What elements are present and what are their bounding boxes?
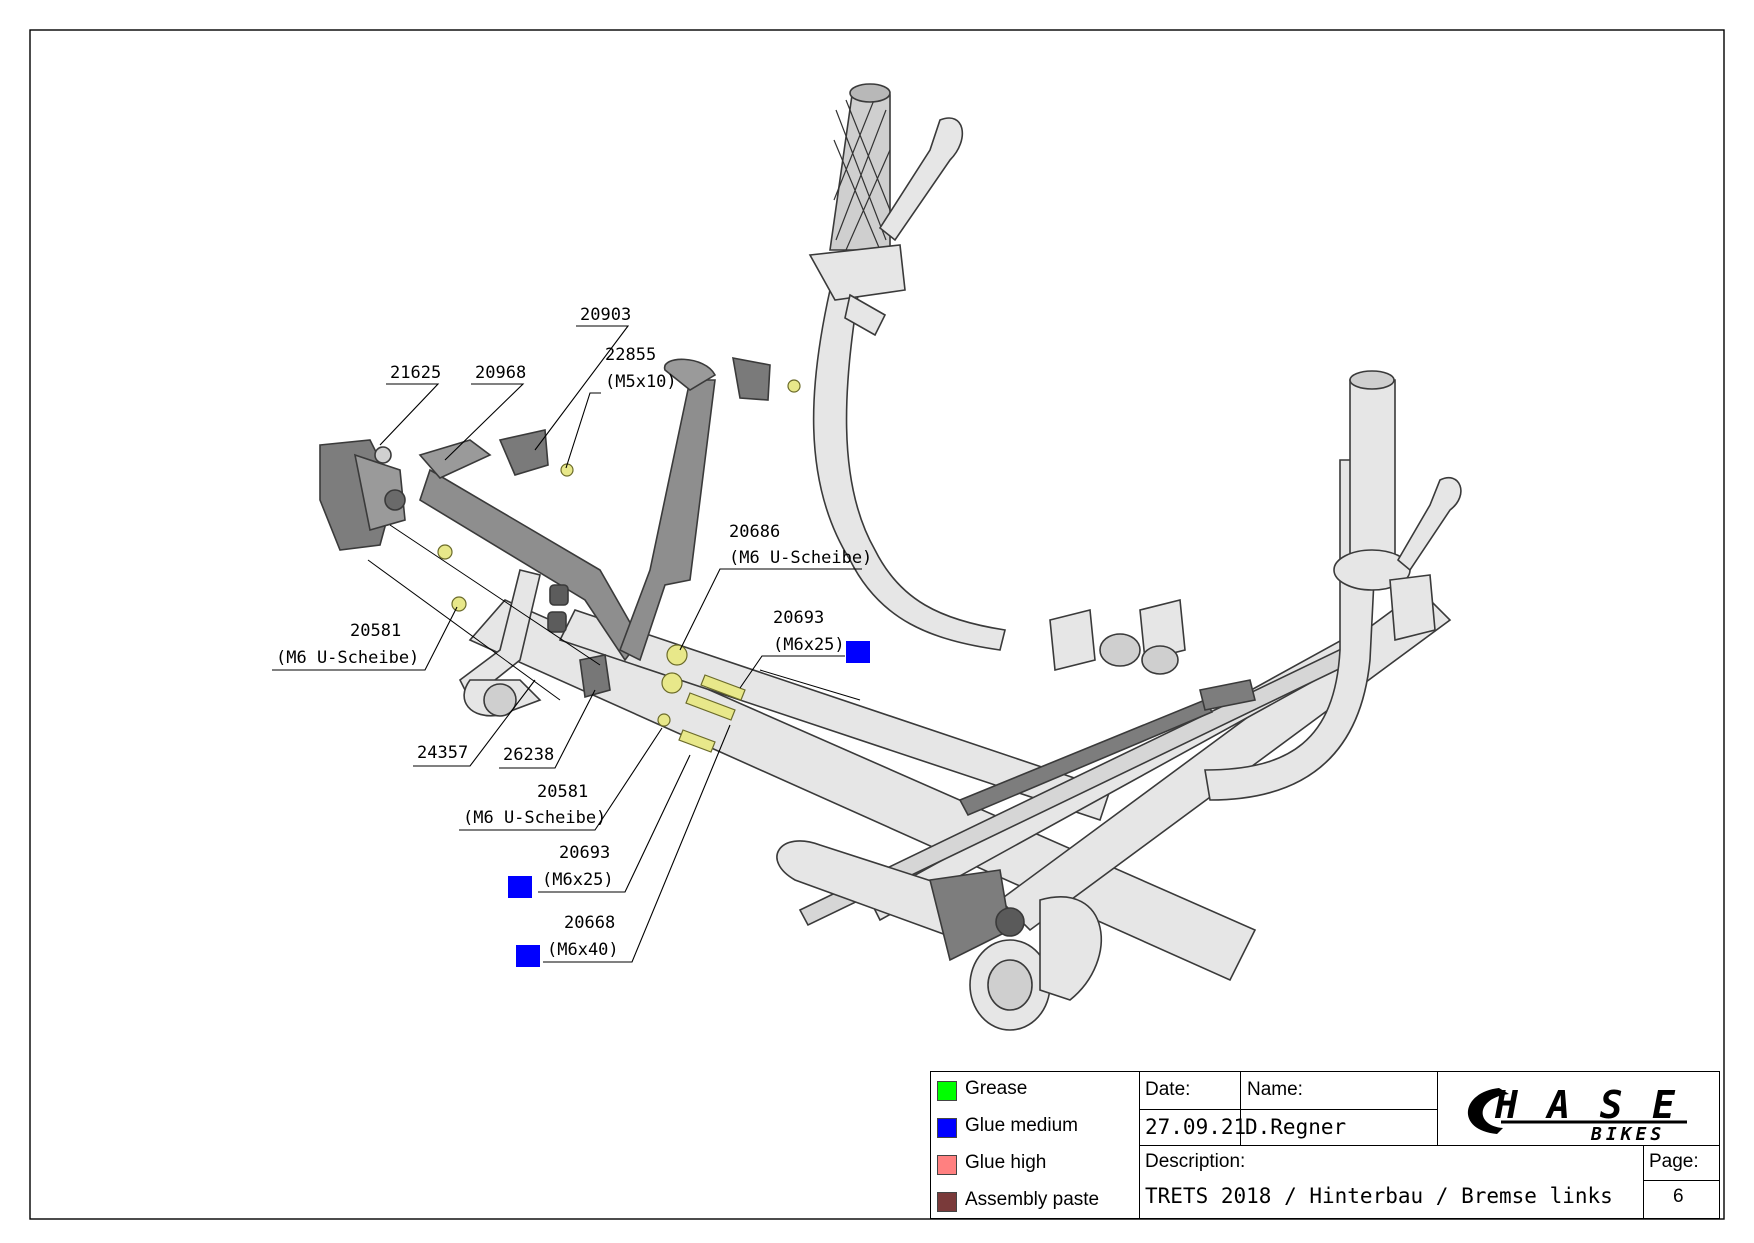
callout-20693-lower: 20693 (M6x25): [508, 754, 691, 898]
callout-24357-number: 24357: [417, 743, 468, 763]
callout-22855: 22855 (M5x10): [565, 345, 677, 469]
callout-20693-upper-spec: (M6x25): [773, 635, 845, 655]
callout-20693-upper-number: 20693: [773, 608, 824, 628]
name-label: Name:: [1247, 1079, 1303, 1100]
callout-20693-lower-number: 20693: [559, 843, 610, 863]
callout-26238-number: 26238: [503, 745, 554, 765]
page-value: 6: [1673, 1186, 1684, 1207]
description-label: Description:: [1145, 1151, 1246, 1172]
callout-20581-lower-number: 20581: [537, 782, 588, 802]
callout-20968: 20968: [444, 363, 526, 461]
callout-21625-number: 21625: [390, 363, 441, 383]
legend-swatch-assembly-paste: [937, 1192, 957, 1212]
legend-swatch-grease: [937, 1081, 957, 1101]
callout-20668: 20668 (M6x40): [516, 724, 731, 967]
logo-subtext: BIKES: [1590, 1124, 1665, 1142]
glue-medium-marker-lower-2: [516, 945, 540, 967]
title-block: Grease Glue medium Glue high Assembly pa…: [930, 1071, 1720, 1219]
callout-20581-upper: 20581 (M6 U-Scheibe): [272, 606, 458, 671]
callout-20581-lower: 20581 (M6 U-Scheibe): [459, 727, 663, 831]
legend-label-grease: Grease: [965, 1078, 1028, 1099]
callout-20581-upper-number: 20581: [350, 621, 401, 641]
legend-item-glue-high: Glue high: [931, 1146, 1139, 1183]
legend-swatch-glue-high: [937, 1155, 957, 1175]
callout-20668-spec: (M6x40): [547, 940, 619, 960]
description-value: TRETS 2018 / Hinterbau / Bremse links: [1145, 1184, 1613, 1208]
callout-21625: 21625: [379, 363, 441, 446]
callout-20903: 20903: [534, 305, 631, 451]
callout-20968-number: 20968: [475, 363, 526, 383]
glue-medium-marker-upper: [846, 641, 870, 663]
callout-20668-number: 20668: [564, 913, 615, 933]
callout-20686: 20686 (M6 U-Scheibe): [679, 522, 872, 651]
callout-20581-upper-spec: (M6 U-Scheibe): [276, 648, 419, 668]
name-value: D.Regner: [1245, 1115, 1347, 1139]
logo-swoosh-icon: HASE BIKES: [1467, 1083, 1687, 1145]
callout-20693-upper: 20693 (M6x25): [739, 608, 870, 689]
callout-20581-lower-spec: (M6 U-Scheibe): [463, 808, 606, 828]
callout-22855-spec: (M5x10): [605, 372, 677, 392]
legend-label-glue-medium: Glue medium: [965, 1115, 1078, 1136]
legend-item-grease: Grease: [931, 1072, 1139, 1109]
callout-20686-number: 20686: [729, 522, 780, 542]
callout-20903-number: 20903: [580, 305, 631, 325]
callout-26238: 26238: [499, 689, 596, 769]
callout-24357: 24357: [413, 679, 536, 767]
callout-20686-spec: (M6 U-Scheibe): [729, 548, 872, 568]
date-value: 27.09.21: [1145, 1115, 1247, 1139]
legend-label-glue-high: Glue high: [965, 1152, 1047, 1173]
callout-20693-lower-spec: (M6x25): [542, 870, 614, 890]
date-label: Date:: [1145, 1079, 1191, 1100]
hase-bikes-logo: HASE BIKES: [1451, 1078, 1711, 1145]
page-label: Page:: [1649, 1151, 1699, 1172]
legend-item-glue-medium: Glue medium: [931, 1109, 1139, 1146]
logo-text: HASE: [1494, 1083, 1676, 1127]
legend-item-assembly-paste: Assembly paste: [931, 1183, 1139, 1220]
legend-swatch-glue-medium: [937, 1118, 957, 1138]
legend-label-assembly-paste: Assembly paste: [965, 1189, 1100, 1210]
sheet-border: [29, 29, 1725, 1220]
glue-medium-marker-lower-1: [508, 876, 532, 898]
trike-rear-frame-illustration: [319, 83, 1462, 1031]
callout-22855-number: 22855: [605, 345, 656, 365]
